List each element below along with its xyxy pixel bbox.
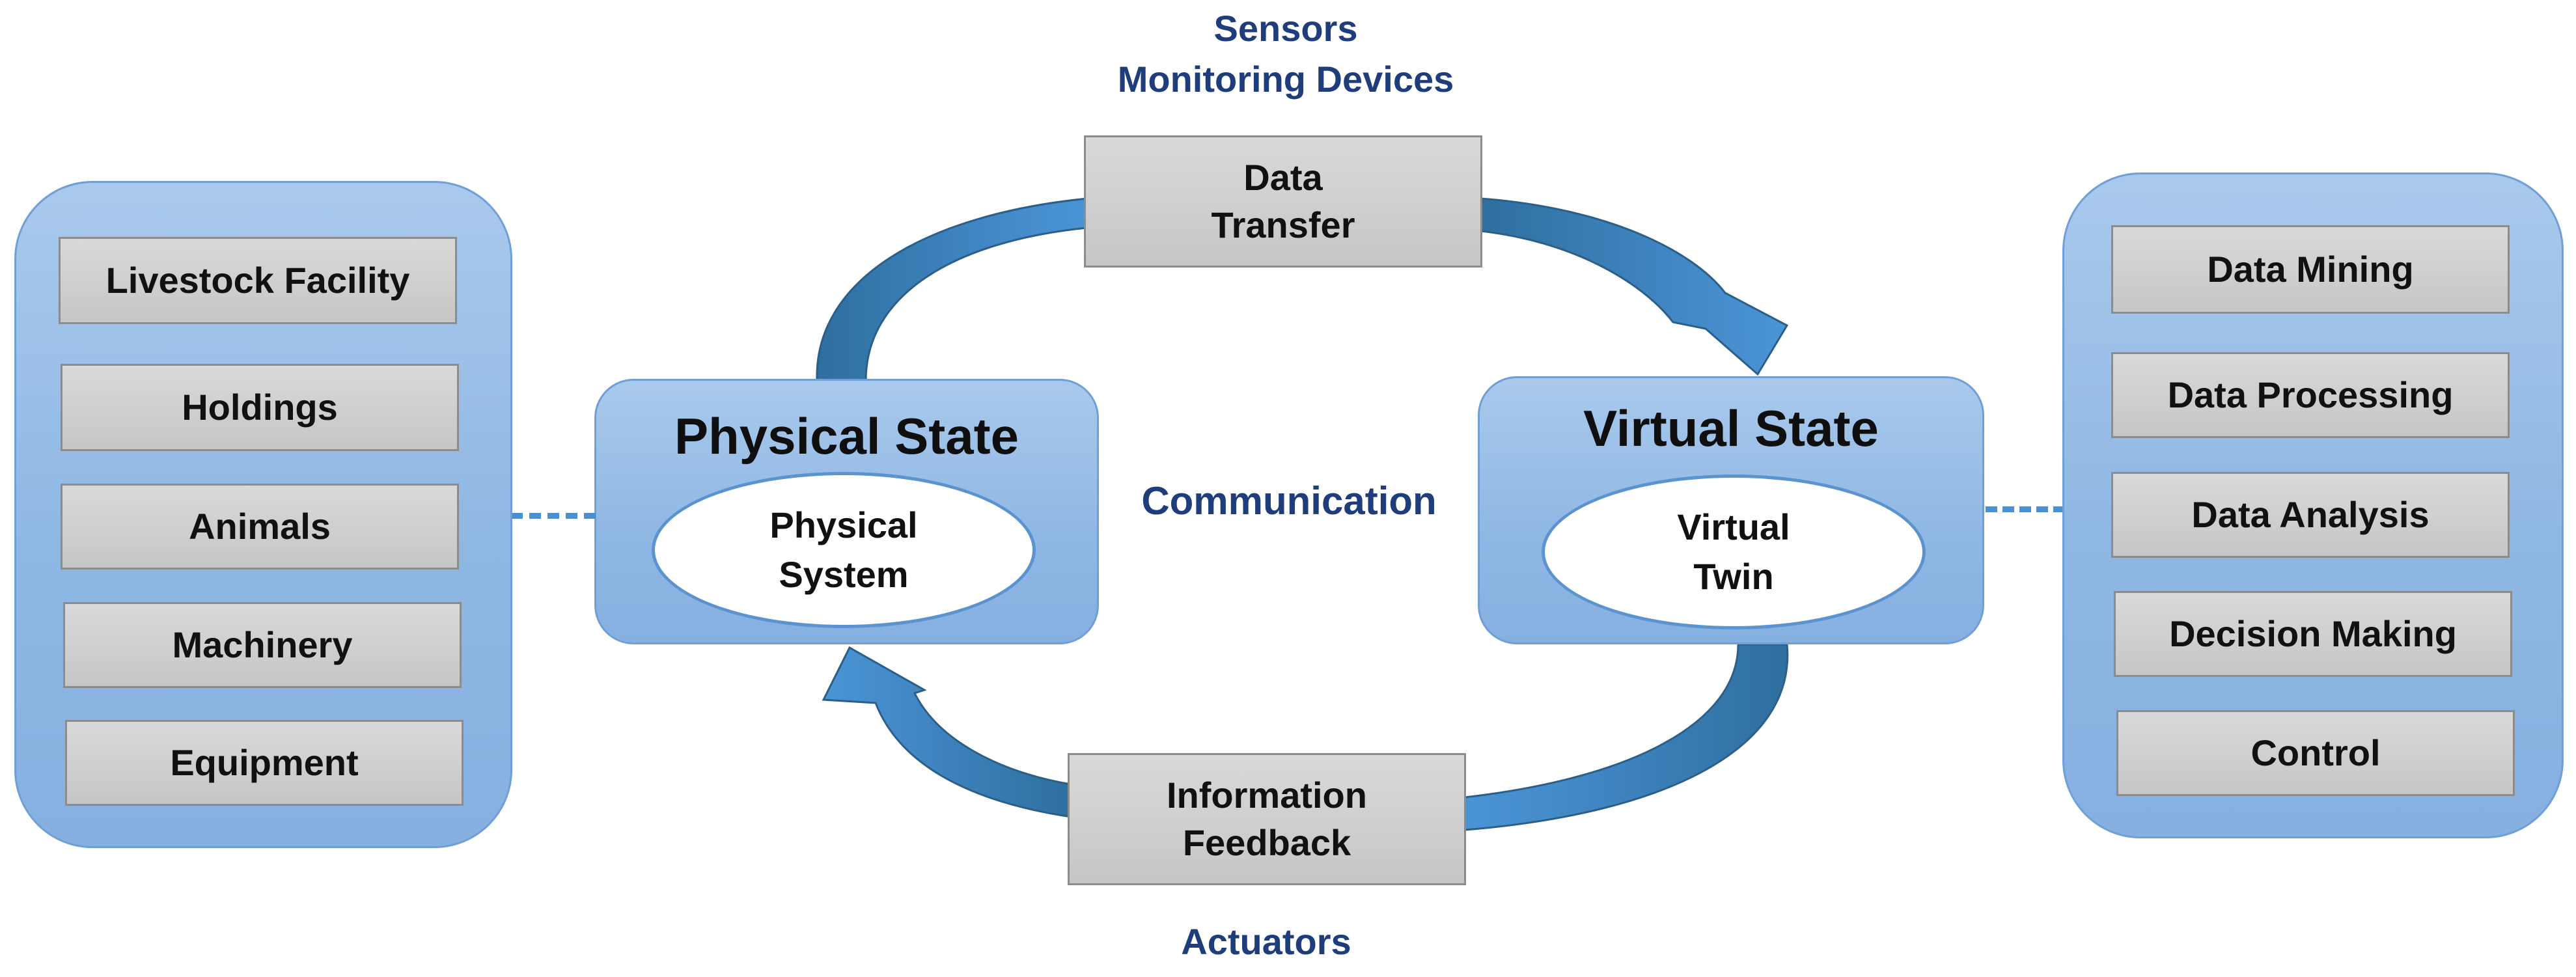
- sensors-text: Sensors: [1213, 8, 1358, 49]
- virtual-twin-line1: Virtual: [1677, 506, 1790, 548]
- right-item-data-mining: Data Mining: [2111, 225, 2510, 314]
- communication-label: Communication: [1141, 479, 1437, 523]
- virtual-state-title: Virtual State: [1583, 400, 1879, 457]
- physical-state-title: Physical State: [674, 407, 1019, 465]
- left-item-equipment: Equipment: [65, 720, 464, 806]
- right-dashed-connector: [1986, 506, 2065, 512]
- data-transfer-box: Data Transfer: [1084, 135, 1482, 268]
- data-transfer-line2: Transfer: [1211, 204, 1355, 245]
- sensors-label: Sensors Monitoring Devices: [1068, 3, 1504, 105]
- right-item-data-analysis: Data Analysis: [2111, 472, 2510, 558]
- right-item-data-processing: Data Processing: [2111, 352, 2510, 438]
- physical-system-ellipse: Physical System: [652, 472, 1036, 628]
- left-item-livestock-facility: Livestock Facility: [59, 237, 457, 324]
- virtual-functions-panel: Data Mining Data Processing Data Analysi…: [2062, 172, 2564, 838]
- virtual-state-block: Virtual State Virtual Twin: [1478, 376, 1984, 644]
- information-feedback-line1: Information: [1167, 774, 1367, 816]
- right-item-decision-making: Decision Making: [2114, 591, 2512, 677]
- left-item-animals: Animals: [61, 484, 459, 570]
- information-feedback-box: Information Feedback: [1068, 753, 1466, 885]
- monitoring-devices-text: Monitoring Devices: [1117, 59, 1454, 100]
- physical-state-block: Physical State Physical System: [594, 379, 1099, 644]
- actuators-label: Actuators: [1181, 921, 1351, 962]
- left-item-machinery: Machinery: [63, 602, 462, 688]
- right-item-control: Control: [2116, 710, 2515, 796]
- data-transfer-line1: Data: [1243, 156, 1323, 198]
- physical-system-line1: Physical: [769, 504, 918, 546]
- virtual-twin-ellipse: Virtual Twin: [1542, 475, 1926, 629]
- physical-system-line2: System: [779, 554, 909, 595]
- virtual-twin-line2: Twin: [1693, 556, 1774, 597]
- information-feedback-line2: Feedback: [1182, 821, 1351, 863]
- left-dashed-connector: [511, 513, 596, 519]
- data-transfer-arrow: [816, 197, 1789, 382]
- physical-components-panel: Livestock Facility Holdings Animals Mach…: [14, 181, 512, 848]
- left-item-holdings: Holdings: [61, 364, 459, 451]
